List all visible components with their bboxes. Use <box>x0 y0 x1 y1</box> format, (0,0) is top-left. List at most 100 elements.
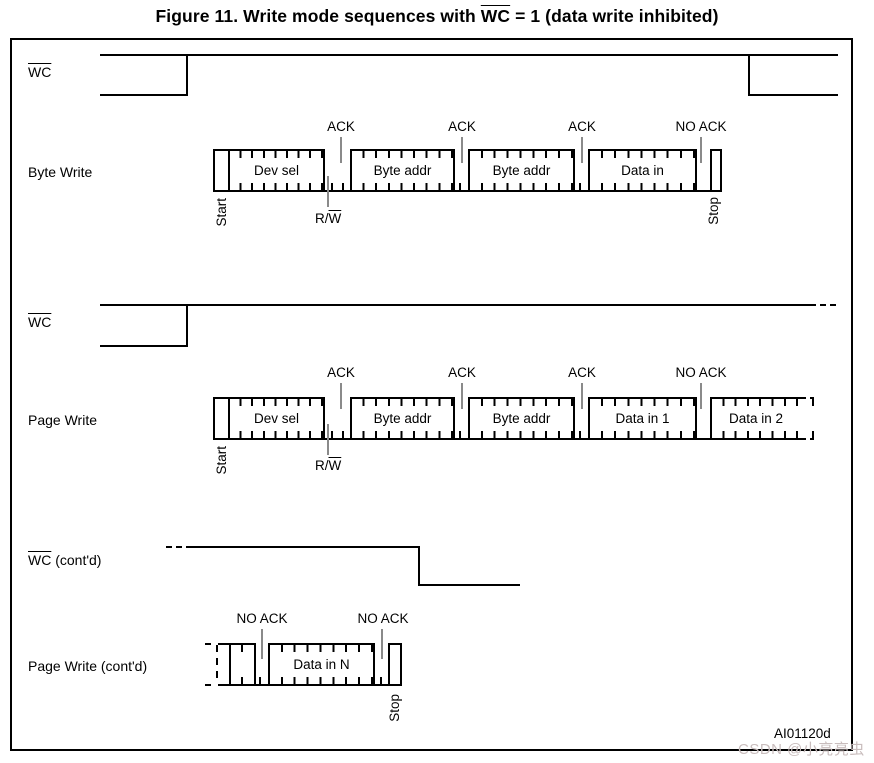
page-write-devsel-box: Dev sel <box>213 397 325 440</box>
bit-ticks <box>712 399 800 406</box>
figure-title-wc-overlined: WC <box>480 6 511 26</box>
wc-top-low-line-start <box>100 94 188 96</box>
page-write-byteaddr1-box: Byte addr <box>350 397 455 440</box>
gap-baseline <box>697 438 710 440</box>
bit-tick <box>342 431 344 438</box>
wc-mid-low-line <box>100 345 188 347</box>
bit-tick <box>342 183 344 190</box>
page-write-datain2-box: Data in 2 <box>710 397 800 440</box>
page-write-cont-datainN-box: Data in N <box>268 643 375 686</box>
datain1-field-label: Data in 1 <box>615 411 670 426</box>
noack-pointer-line <box>700 137 702 163</box>
torn-top-dash <box>205 643 214 645</box>
devsel-field-label: Dev sel <box>253 411 299 426</box>
byteaddr-field-label: Byte addr <box>492 411 551 426</box>
gap-baseline <box>575 438 588 440</box>
datain-field-label: Data in <box>621 163 664 178</box>
datain2-field-label: Data in 2 <box>728 411 784 426</box>
noack2-pointer-line <box>381 629 383 659</box>
page-write-cont-noack1-label: NO ACK <box>236 611 288 626</box>
ack3-pointer-line <box>581 137 583 163</box>
wc-mid-label: WC <box>28 314 51 330</box>
ack3-pointer-line <box>581 383 583 409</box>
wc-top-rising-edge <box>186 54 188 96</box>
byteaddr-field-label: Byte addr <box>373 411 432 426</box>
datain2-torn-top-dashes <box>800 397 814 399</box>
byte-write-ack3-label: ACK <box>568 119 596 134</box>
bit-tick <box>241 645 243 652</box>
wc-top-falling-edge <box>748 54 750 96</box>
byte-write-ack1-label: ACK <box>327 119 355 134</box>
torn-left-dashed-edge <box>216 645 218 683</box>
page-write-label: Page Write <box>28 412 97 428</box>
bit-ticks <box>470 183 573 190</box>
byte-write-byteaddr1-box: Byte addr <box>350 149 455 192</box>
page-write-cont-stop-label: Stop <box>387 694 402 722</box>
bit-tick <box>579 183 581 190</box>
bit-ticks <box>352 151 453 158</box>
byte-write-stop-box <box>710 149 722 192</box>
bit-ticks <box>270 645 373 652</box>
page-write-noack-label: NO ACK <box>675 365 727 380</box>
gap-baseline <box>575 190 588 192</box>
datain2-torn-bottom-dashes <box>800 438 814 440</box>
byte-write-stop-label: Stop <box>706 197 721 225</box>
torn-box-divider <box>229 643 231 686</box>
byteaddr-field-label: Byte addr <box>373 163 432 178</box>
torn-box-right-edge <box>254 643 256 686</box>
bit-ticks <box>470 399 573 406</box>
bit-tick <box>259 677 261 684</box>
wc-top-label: WC <box>28 64 51 80</box>
bit-ticks <box>352 399 453 406</box>
wc-cont-label-rest: (cont'd) <box>51 552 102 568</box>
ack1-pointer-line <box>340 137 342 163</box>
bit-ticks <box>590 431 695 438</box>
bit-tick <box>459 431 461 438</box>
page-write-start-label: Start <box>214 446 229 475</box>
page-write-ack3-label: ACK <box>568 365 596 380</box>
bit-tick <box>241 677 243 684</box>
gap-baseline <box>697 190 710 192</box>
page-write-byteaddr2-box: Byte addr <box>468 397 575 440</box>
byteaddr-field-label: Byte addr <box>492 163 551 178</box>
torn-box-top-line <box>218 643 256 645</box>
wc-mid-label-text: WC <box>28 314 52 330</box>
gap-baseline <box>256 684 268 686</box>
byte-write-start-label: Start <box>214 198 229 227</box>
wc-cont-falling-edge <box>418 546 420 586</box>
bit-ticks <box>352 431 453 438</box>
figure-border <box>10 38 853 751</box>
bit-tick <box>579 431 581 438</box>
bit-ticks <box>230 183 323 190</box>
torn-bottom-dash <box>205 684 214 686</box>
datainN-field-label: Data in N <box>293 657 350 672</box>
bit-ticks <box>270 677 373 684</box>
gap-baseline <box>325 438 350 440</box>
wc-mid-continuation-dashes <box>820 304 838 306</box>
bit-tick <box>331 431 333 438</box>
ack1-pointer-line <box>340 383 342 409</box>
bit-ticks <box>230 399 323 406</box>
gap-baseline <box>325 190 350 192</box>
noack-pointer-line <box>700 383 702 409</box>
wc-cont-label: WC (cont'd) <box>28 552 101 568</box>
bit-ticks <box>712 431 800 438</box>
byte-write-noack-label: NO ACK <box>675 119 727 134</box>
csdn-watermark: CSDN @小亮亮虫 <box>738 741 865 758</box>
gap-baseline <box>455 190 468 192</box>
page-write-ack2-label: ACK <box>448 365 476 380</box>
rw-w-overlined: W <box>328 458 342 473</box>
bit-ticks <box>470 151 573 158</box>
ack2-pointer-line <box>461 383 463 409</box>
page-write-cont-stop-box <box>388 643 402 686</box>
devsel-field-label: Dev sel <box>253 163 299 178</box>
ack2-pointer-line <box>461 137 463 163</box>
wc-cont-leadin-dashes <box>166 546 184 548</box>
bit-ticks <box>590 151 695 158</box>
bit-tick <box>459 183 461 190</box>
bit-tick <box>331 183 333 190</box>
gap-baseline <box>455 438 468 440</box>
figure-title: Figure 11. Write mode sequences with WC … <box>0 6 874 27</box>
rw-prefix: R/ <box>315 458 329 473</box>
